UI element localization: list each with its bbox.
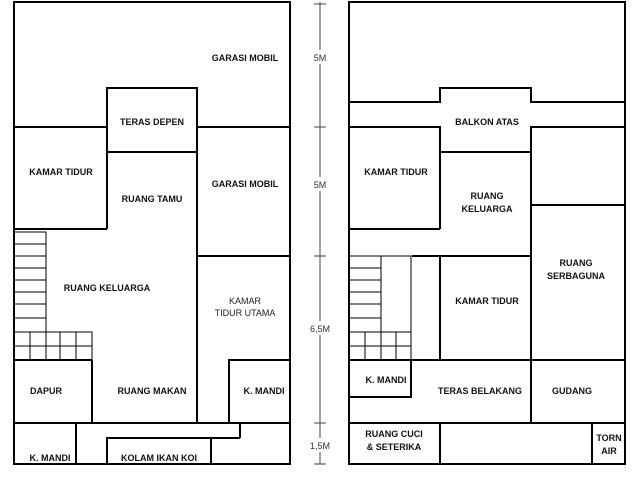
label-kamar-tidur-ground: KAMAR TIDUR <box>29 167 93 177</box>
label-ruang-tamu: RUANG TAMU <box>122 194 183 204</box>
staircase <box>13 231 93 361</box>
pond-outline <box>106 437 212 465</box>
label-ruang-cuci-line2: & SETERIKA <box>367 442 422 452</box>
bathroom-upper-outline <box>348 359 412 398</box>
upper-floor-plan <box>348 1 626 465</box>
label-ruang-makan: RUANG MAKAN <box>118 386 187 396</box>
label-ruang-keluarga-ground: RUANG KELUARGA <box>64 283 151 293</box>
label-k-mandi-ground-bottom: K. MANDI <box>30 453 71 463</box>
wall-balcony-top <box>349 87 625 103</box>
staircase-upper <box>348 255 412 361</box>
label-torn-air-line2: AIR <box>601 446 617 456</box>
label-kamar-tidur-upper: KAMAR TIDUR <box>364 167 428 177</box>
wall-balcony-bottom <box>349 126 625 153</box>
label-torn-air-line1: TORN <box>596 433 621 443</box>
dimension-label-3: 6,5M <box>310 324 330 334</box>
label-ruang-keluarga-upper-line1: RUANG <box>471 191 504 201</box>
wall-serbaguna-top <box>530 152 625 206</box>
label-ruang-cuci-line1: RUANG CUCI <box>365 429 423 439</box>
label-garasi-mobil-1: GARASI MOBIL <box>212 53 279 63</box>
dimension-label-4: 1,5M <box>310 441 330 451</box>
wall-bathroom <box>228 359 290 423</box>
dimension-label-2: 5M <box>314 180 327 190</box>
label-ruang-serbaguna-line2: SERBAGUNA <box>547 271 606 281</box>
label-k-mandi-upper: K. MANDI <box>366 375 407 385</box>
label-teras-depan: TERAS DEPEN <box>120 117 184 127</box>
wall-front-terrace <box>14 87 290 128</box>
dimension-line <box>306 2 334 465</box>
label-kamar-tidur-utama-line2: TIDUR UTAMA <box>215 308 276 318</box>
label-garasi-mobil-2: GARASI MOBIL <box>212 179 279 189</box>
label-gudang: GUDANG <box>552 386 592 396</box>
label-kolam-ikan-koi: KOLAM IKAN KOI <box>121 453 197 463</box>
label-ruang-keluarga-upper-line2: KELUARGA <box>462 204 513 214</box>
label-kamar-tidur-utama-line1: KAMAR <box>229 296 262 306</box>
ground-floor-plan <box>13 1 291 465</box>
upper-floor-outline <box>348 1 626 465</box>
label-ruang-serbaguna-line1: RUANG <box>560 258 593 268</box>
label-balkon-atas: BALKON ATAS <box>455 117 519 127</box>
label-teras-belakang: TERAS BELAKANG <box>438 386 522 396</box>
label-kamar-tidur-2-upper: KAMAR TIDUR <box>455 296 519 306</box>
dimension-label-1: 5M <box>314 53 327 63</box>
label-k-mandi-ground-right: K. MANDI <box>244 386 285 396</box>
label-dapur: DAPUR <box>30 386 63 396</box>
